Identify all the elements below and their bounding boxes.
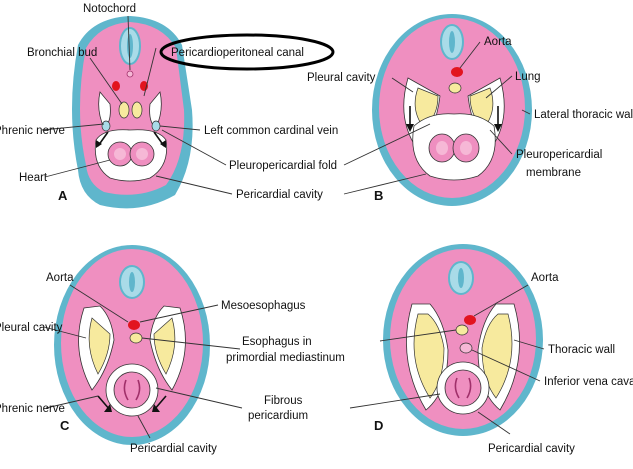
panel-c-drawing xyxy=(54,245,210,445)
panel-b-drawing xyxy=(372,14,532,206)
label-pericardioperitoneal-canal: Pericardioperitoneal canal xyxy=(171,47,304,59)
label-left-common-cardinal-vein: Left common cardinal vein xyxy=(204,125,338,137)
label-phrenic-nerve-c: Phrenic nerve xyxy=(0,403,65,415)
label-pleuropericardial-fold: Pleuropericardial fold xyxy=(229,160,337,172)
label-pleural-cavity-c: Pleural cavity xyxy=(0,322,63,334)
label-heart: Heart xyxy=(19,172,48,184)
label-bronchial-bud: Bronchial bud xyxy=(27,47,97,59)
label-pericardial-cavity-d: Pericardial cavity xyxy=(488,443,575,455)
label-pleuropericardial-membrane-1: Pleuropericardial xyxy=(516,149,602,161)
label-thoracic-wall: Thoracic wall xyxy=(548,344,615,356)
panel-d-drawing xyxy=(383,244,543,436)
label-notochord: Notochord xyxy=(83,3,136,15)
label-pericardial-cavity-c: Pericardial cavity xyxy=(130,443,217,455)
label-lateral-thoracic-wall: Lateral thoracic wall xyxy=(534,109,633,121)
panel-a-drawing xyxy=(72,16,193,209)
label-esophagus-1: Esophagus in xyxy=(242,336,312,348)
label-lung: Lung xyxy=(515,71,541,83)
label-fibrous-pericardium-2: pericardium xyxy=(248,410,308,422)
panel-letter-c: C xyxy=(60,418,70,433)
leader-lines xyxy=(41,15,545,439)
label-aorta-b: Aorta xyxy=(484,36,512,48)
panel-letter-d: D xyxy=(374,418,383,433)
label-phrenic-nerve-a: Phrenic nerve xyxy=(0,125,65,137)
label-esophagus-2: primordial mediastinum xyxy=(226,352,345,364)
panel-letter-a: A xyxy=(58,188,68,203)
label-inferior-vena-cava: Inferior vena cava xyxy=(544,376,633,388)
label-aorta-c: Aorta xyxy=(46,272,74,284)
label-pericardial-cavity-a: Pericardial cavity xyxy=(236,189,323,201)
label-pleural-cavity-b: Pleural cavity xyxy=(307,72,376,84)
highlight-ellipse xyxy=(159,33,335,71)
label-fibrous-pericardium-1: Fibrous xyxy=(264,395,303,407)
label-pleuropericardial-membrane-2: membrane xyxy=(526,167,581,179)
label-mesoesophagus: Mesoesophagus xyxy=(221,300,306,312)
label-aorta-d: Aorta xyxy=(531,272,559,284)
panel-letter-b: B xyxy=(374,188,383,203)
